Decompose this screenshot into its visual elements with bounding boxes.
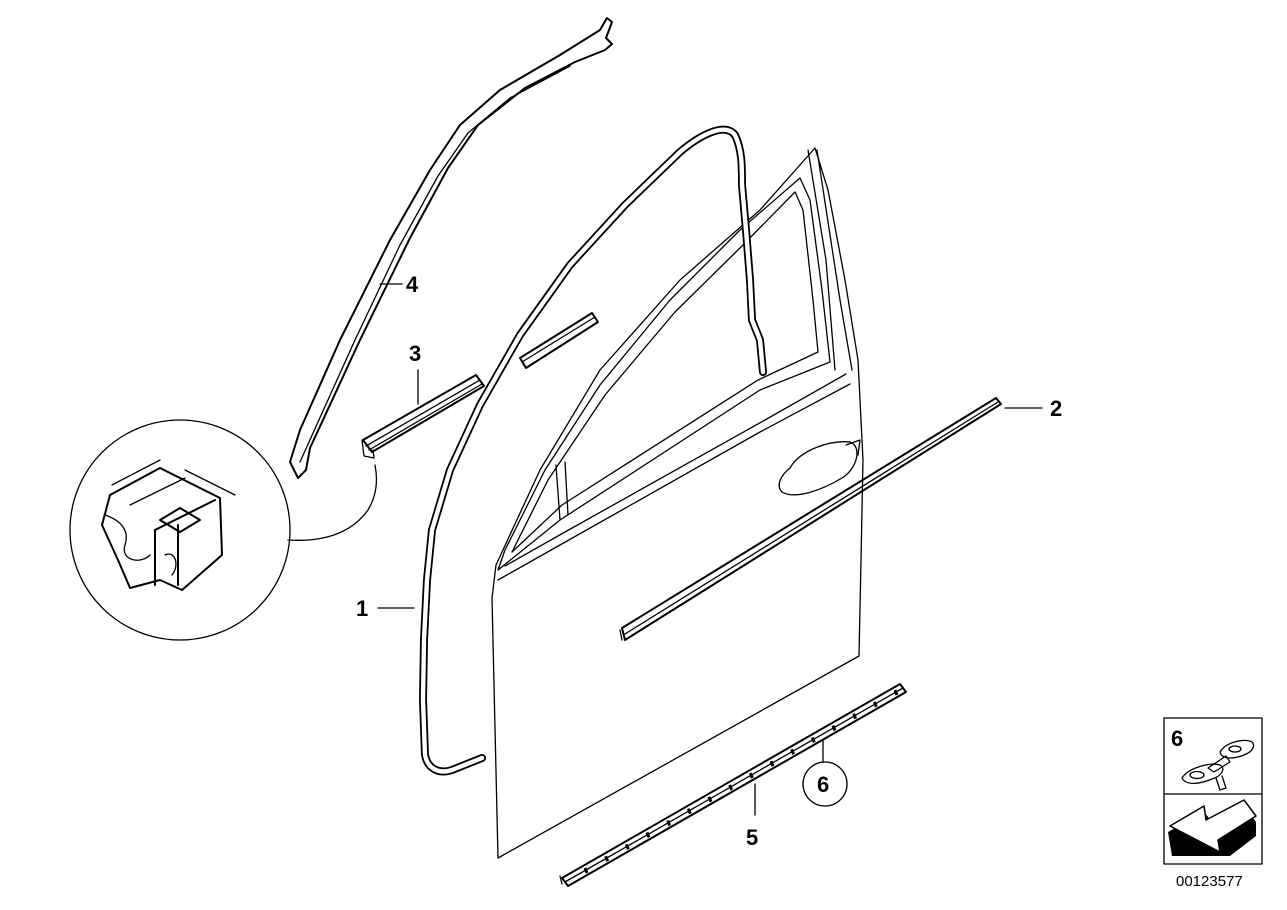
clip-mark [872,701,878,708]
clip-mark [769,760,775,767]
drawing-number: 00123577 [1176,873,1243,890]
callout-1: 1 [356,596,368,621]
legend-box: 6 [1163,717,1263,865]
frame-trim-part-4 [289,17,613,479]
clip-mark [852,713,858,720]
detail-magnifier [69,419,378,641]
clip-mark [645,831,651,838]
callout-4: 4 [406,272,419,297]
clip-mark [624,843,630,850]
clip-mark [666,819,672,827]
door-seal-part-1 [419,125,767,776]
callout-3: 3 [409,341,421,366]
door-moulding-part-2 [619,397,1002,641]
clip-mark [583,867,589,874]
clip-icon [1181,739,1255,791]
clip-mark [790,748,796,755]
callout-5: 5 [746,825,758,850]
callout-labels: 1 2 3 4 5 6 [356,272,1062,850]
clip-mark [686,808,692,815]
legend-item-label: 6 [1171,726,1183,751]
callout-2: 2 [1050,396,1062,421]
leader-lines [377,283,1043,816]
clip-mark [748,772,754,779]
clip-mark [893,689,899,696]
callout-6: 6 [817,772,829,797]
arrow-icon [1168,799,1257,856]
clip-mark [707,796,713,803]
door-shell [491,147,864,859]
window-channel-part-3 [361,312,599,459]
clip-mark [604,855,610,862]
sill-strip-part-5 [559,683,907,887]
clip-mark [810,736,816,744]
clip-mark [831,725,837,732]
clip-mark [728,784,734,791]
clips-part-6 [583,689,899,874]
